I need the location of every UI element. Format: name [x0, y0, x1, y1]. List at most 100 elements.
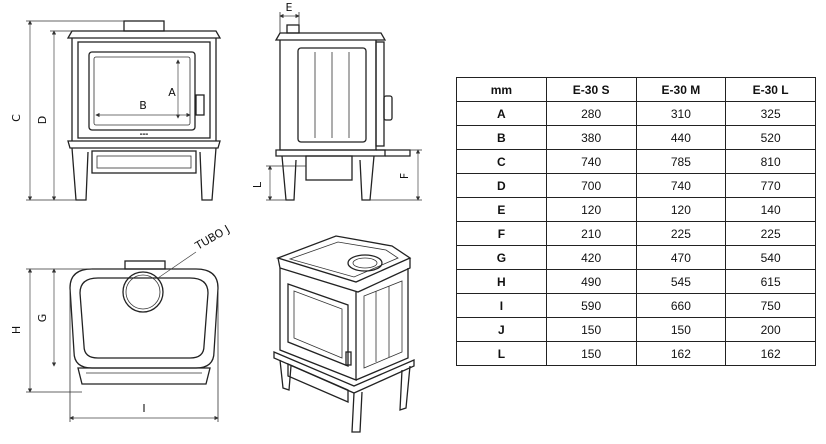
- top-view: TUBO J G H I: [10, 223, 232, 422]
- table-cell: 225: [635, 221, 727, 246]
- iso-top-plate: [275, 235, 412, 283]
- table-cell: 420: [545, 245, 637, 270]
- front-brand-plate: ▬▬▬: [140, 132, 149, 136]
- iso-flue-outlet: [347, 254, 383, 272]
- side-flue-collar: [286, 24, 300, 34]
- iso-door-handle: [345, 351, 352, 366]
- table-cell: 310: [635, 101, 727, 126]
- label-tubo-j: TUBO J: [192, 223, 232, 254]
- table-row: L 150 162 162: [456, 341, 816, 366]
- table-cell: 280: [545, 101, 637, 126]
- table-cell-key: H: [456, 269, 547, 294]
- iso-flue-outlet-inner: [352, 257, 378, 269]
- table-header-row: mm E-30 S E-30 M E-30 L: [456, 77, 816, 102]
- table-cell: 810: [725, 149, 816, 174]
- front-top-plate: [66, 30, 222, 39]
- table-cell: 740: [635, 173, 727, 198]
- label-e: E: [286, 1, 293, 14]
- table-header-model-l: E-30 L: [725, 77, 816, 102]
- side-base-ledge: [275, 149, 386, 157]
- label-b: B: [139, 99, 147, 112]
- iso-side-face: [355, 268, 409, 381]
- top-outline: [69, 268, 219, 369]
- top-flue-outlet-inner: [125, 274, 161, 310]
- table-cell: 162: [725, 341, 816, 366]
- table-row: G 420 470 540: [456, 245, 816, 270]
- table-cell: 490: [545, 269, 637, 294]
- dimensions-table: mm E-30 S E-30 M E-30 L A 280 310 325 B …: [456, 77, 816, 366]
- table-cell-key: D: [456, 173, 547, 198]
- table-cell: 520: [725, 125, 816, 150]
- table-cell: 200: [725, 317, 816, 342]
- label-h: H: [10, 326, 23, 334]
- table-cell-key: B: [456, 125, 547, 150]
- table-header-model-s: E-30 S: [545, 77, 637, 102]
- iso-base-ledge: [273, 351, 415, 394]
- iso-door-glass: [293, 290, 343, 359]
- top-flue-outlet: [122, 271, 164, 313]
- table-row: C 740 785 810: [456, 149, 816, 174]
- table-cell: 785: [635, 149, 727, 174]
- table-cell-key: E: [456, 197, 547, 222]
- table-row: D 700 740 770: [456, 173, 816, 198]
- side-top-plate: [274, 32, 387, 41]
- table-cell: 140: [725, 197, 816, 222]
- front-flue-collar: [123, 20, 165, 32]
- table-cell: 540: [725, 245, 816, 270]
- table-cell: 440: [635, 125, 727, 150]
- front-door-glass-inner: [93, 56, 191, 126]
- label-a: A: [168, 86, 176, 99]
- table-cell: 660: [635, 293, 727, 318]
- table-row: A 280 310 325: [456, 101, 816, 126]
- label-d: D: [36, 116, 49, 124]
- side-air-box: [305, 155, 353, 181]
- side-panel-ribs: [314, 52, 350, 138]
- side-panel: [297, 47, 367, 143]
- side-door-handle: [383, 95, 393, 121]
- iso-side-ribs: [375, 286, 390, 362]
- table-cell: 380: [545, 125, 637, 150]
- front-door-handle: [195, 94, 205, 116]
- table-cell-key: L: [456, 341, 547, 366]
- front-ash-drawer: [91, 150, 197, 174]
- iso-top-inner: [288, 241, 399, 278]
- side-body: [279, 40, 377, 151]
- table-cell: 700: [545, 173, 637, 198]
- side-legs: [281, 155, 375, 201]
- table-header-unit: mm: [456, 77, 547, 102]
- table-cell: 162: [635, 341, 727, 366]
- table-cell: 210: [545, 221, 637, 246]
- top-front-ledge: [77, 367, 211, 385]
- table-cell: 325: [725, 101, 816, 126]
- label-i: I: [142, 402, 145, 415]
- table-cell: 545: [635, 269, 727, 294]
- front-ash-drawer-inner: [96, 155, 192, 169]
- table-cell-key: J: [456, 317, 547, 342]
- table-cell-key: G: [456, 245, 547, 270]
- front-legs: [71, 147, 217, 201]
- iso-front-face: [279, 268, 357, 381]
- front-view: ▬▬▬ A B C D: [10, 20, 222, 201]
- iso-legs: [279, 359, 411, 433]
- table-cell-key: F: [456, 221, 547, 246]
- table-cell: 770: [725, 173, 816, 198]
- table-row: B 380 440 520: [456, 125, 816, 150]
- table-cell-key: I: [456, 293, 547, 318]
- table-cell: 470: [635, 245, 727, 270]
- iso-side-panel: [363, 280, 403, 369]
- table-cell: 150: [545, 341, 637, 366]
- table-cell-key: C: [456, 149, 547, 174]
- iso-view: [273, 235, 415, 433]
- front-door-glass: [88, 51, 196, 131]
- table-cell: 740: [545, 149, 637, 174]
- table-cell: 150: [635, 317, 727, 342]
- iso-door-frame: [287, 283, 349, 367]
- table-cell: 120: [545, 197, 637, 222]
- top-flue-stub: [124, 260, 166, 270]
- table-cell-key: A: [456, 101, 547, 126]
- side-drawer-handle: [376, 149, 411, 157]
- table-header-model-m: E-30 M: [635, 77, 727, 102]
- label-l: L: [251, 181, 264, 188]
- front-base-ledge: [67, 140, 221, 149]
